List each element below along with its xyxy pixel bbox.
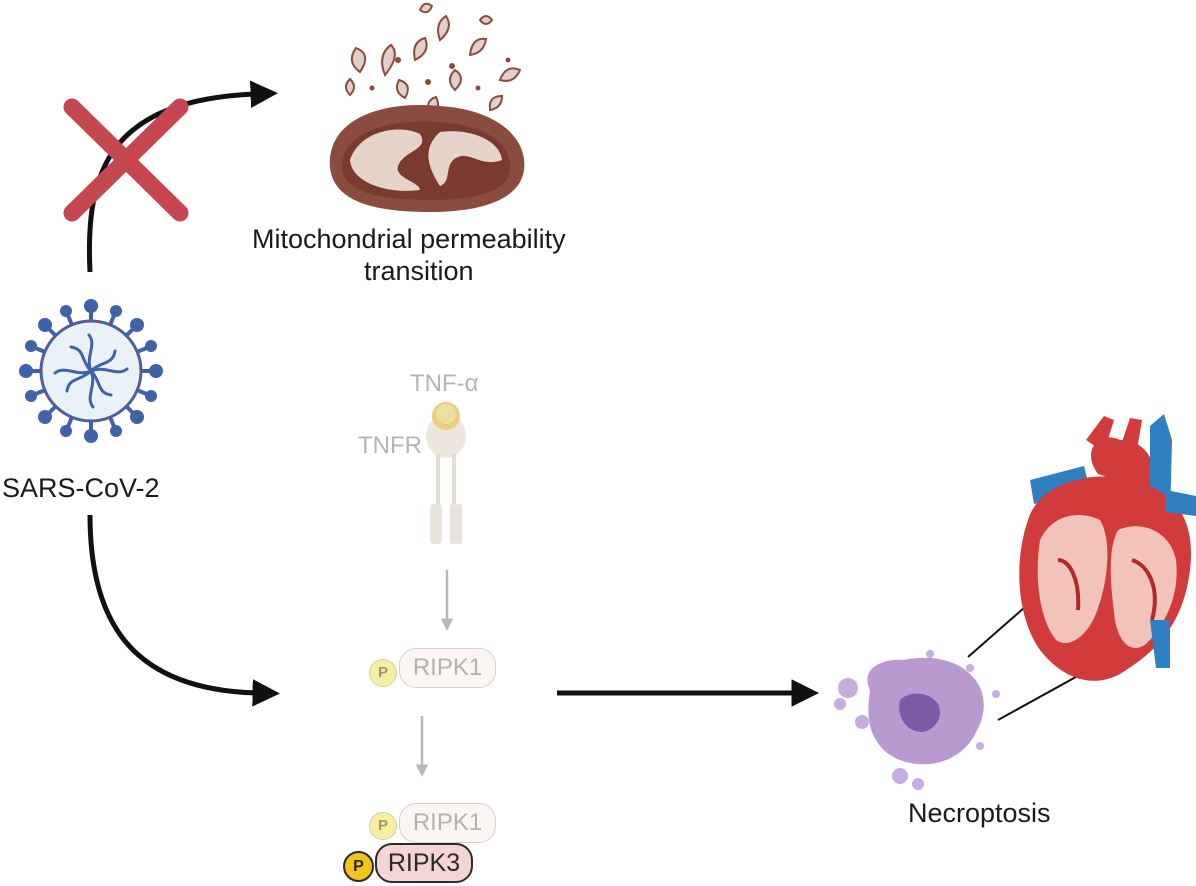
heart-cross-section-icon xyxy=(1019,414,1196,681)
cell-heart-connector-1 xyxy=(967,599,1034,658)
phospho-badge-1: P xyxy=(369,659,397,687)
ripk1-pill-bottom: RIPK1 xyxy=(399,803,496,843)
necroptotic-cell-icon xyxy=(834,650,1000,790)
virus-label: SARS-CoV-2 xyxy=(2,473,160,503)
red-x-icon xyxy=(63,98,189,222)
ripk3-pill: RIPK3 xyxy=(375,843,473,883)
tnfr-label: TNFR xyxy=(358,432,422,459)
ripk1-pill-top: RIPK1 xyxy=(399,648,496,688)
phospho-badge-2: P xyxy=(369,812,397,840)
damaged-mitochondrion-icon xyxy=(329,2,525,212)
tnf-receptor-icon xyxy=(426,402,466,544)
phospho-badge-3: P xyxy=(343,851,374,882)
mpt-label-line2: transition xyxy=(364,256,474,286)
tnf-alpha-label: TNF-α xyxy=(410,370,479,397)
mpt-label-line1: Mitochondrial permeability xyxy=(252,224,566,254)
necroptosis-label: Necroptosis xyxy=(908,798,1051,828)
virus-to-ripk-arrow xyxy=(87,514,280,707)
coronavirus-icon xyxy=(19,299,163,443)
